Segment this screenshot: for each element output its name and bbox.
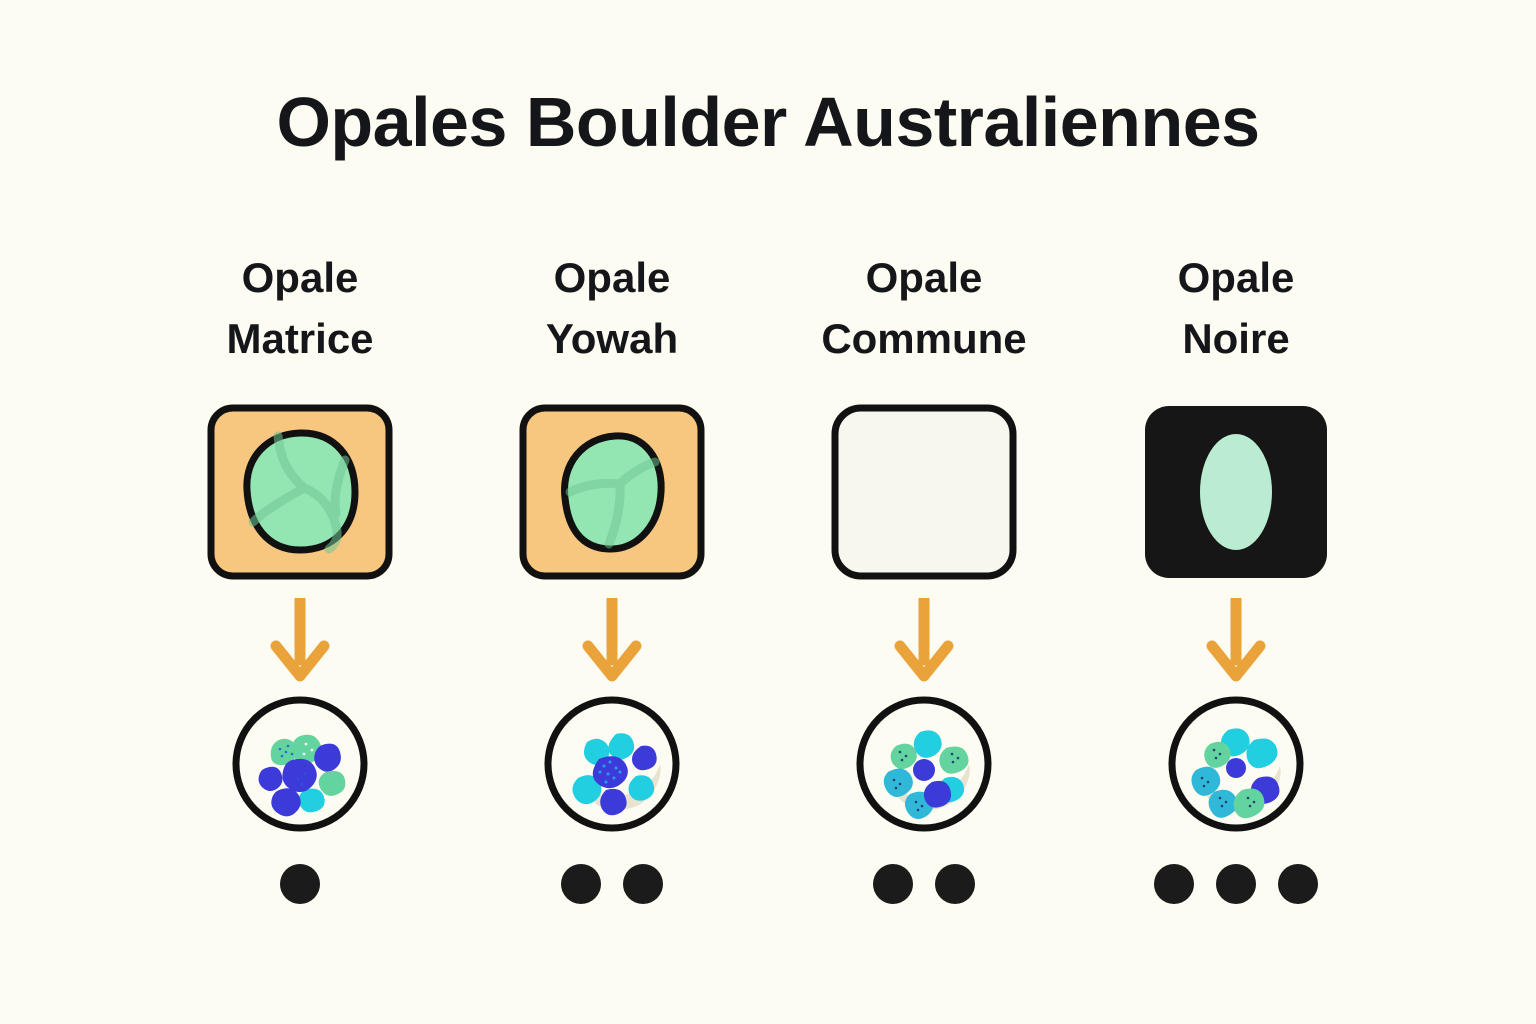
sample-circle[interactable] xyxy=(230,694,370,834)
column-label-line1: Opale xyxy=(1177,254,1295,301)
specimen-swatch[interactable] xyxy=(205,402,395,582)
specimen-swatch[interactable] xyxy=(517,402,707,582)
opal-column-noire[interactable]: Opale Noire xyxy=(1080,248,1392,906)
column-label-line1: Opale xyxy=(241,254,359,301)
column-label-line1: Opale xyxy=(865,254,983,301)
sample-circle[interactable] xyxy=(542,694,682,834)
flow-arrow-down-icon xyxy=(270,598,330,684)
rating-dot xyxy=(1154,864,1194,904)
opal-type-columns: Opale Matrice xyxy=(0,248,1536,906)
opal-column-matrice[interactable]: Opale Matrice xyxy=(144,248,456,906)
opal-column-commune[interactable]: Opale Commune xyxy=(768,248,1080,906)
flow-arrow-down-icon xyxy=(894,598,954,684)
sample-circle[interactable] xyxy=(854,694,994,834)
column-label-line1: Opale xyxy=(553,254,671,301)
column-label: Opale Yowah xyxy=(482,248,742,388)
column-label: Opale Matrice xyxy=(170,248,430,388)
rating-dots xyxy=(280,862,320,906)
rating-dot xyxy=(561,864,601,904)
rating-dot xyxy=(1216,864,1256,904)
column-label-line2: Noire xyxy=(1182,314,1290,362)
column-label: Opale Noire xyxy=(1106,248,1366,388)
page-title: Opales Boulder Australiennes xyxy=(276,83,1260,161)
flow-arrow-down-icon xyxy=(582,598,642,684)
flow-arrow-down-icon xyxy=(1206,598,1266,684)
rating-dot xyxy=(280,864,320,904)
column-label-line2: Commune xyxy=(821,314,1027,362)
rating-dot xyxy=(623,864,663,904)
column-label: Opale Commune xyxy=(794,248,1054,388)
rating-dot xyxy=(873,864,913,904)
rating-dot xyxy=(935,864,975,904)
specimen-swatch[interactable] xyxy=(1141,402,1331,582)
rating-dots xyxy=(1154,862,1318,906)
rating-dots xyxy=(873,862,975,906)
column-label-line2: Matrice xyxy=(226,314,374,362)
specimen-swatch[interactable] xyxy=(829,402,1019,582)
rating-dots xyxy=(561,862,663,906)
column-label-line2: Yowah xyxy=(545,314,679,362)
rating-dot xyxy=(1278,864,1318,904)
sample-circle[interactable] xyxy=(1166,694,1306,834)
opal-column-yowah[interactable]: Opale Yowah xyxy=(456,248,768,906)
